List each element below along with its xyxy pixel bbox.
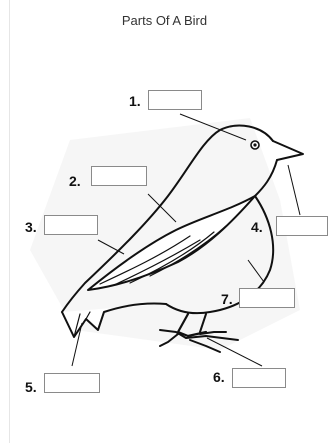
- label-number-7: 7.: [221, 291, 233, 307]
- answer-box-4[interactable]: [276, 216, 328, 236]
- answer-box-1[interactable]: [148, 90, 202, 110]
- label-number-2: 2.: [69, 173, 81, 189]
- pointer-line-4: [288, 165, 300, 215]
- answer-box-3[interactable]: [44, 215, 98, 235]
- label-number-5: 5.: [25, 379, 37, 395]
- label-number-4: 4.: [251, 219, 263, 235]
- label-number-3: 3.: [25, 219, 37, 235]
- label-number-1: 1.: [129, 93, 141, 109]
- answer-box-2[interactable]: [91, 166, 147, 186]
- answer-box-5[interactable]: [44, 373, 100, 393]
- label-number-6: 6.: [213, 369, 225, 385]
- bird-eye: [251, 141, 259, 149]
- answer-box-6[interactable]: [232, 368, 286, 388]
- answer-box-7[interactable]: [239, 288, 295, 308]
- bird-beak: [273, 141, 303, 160]
